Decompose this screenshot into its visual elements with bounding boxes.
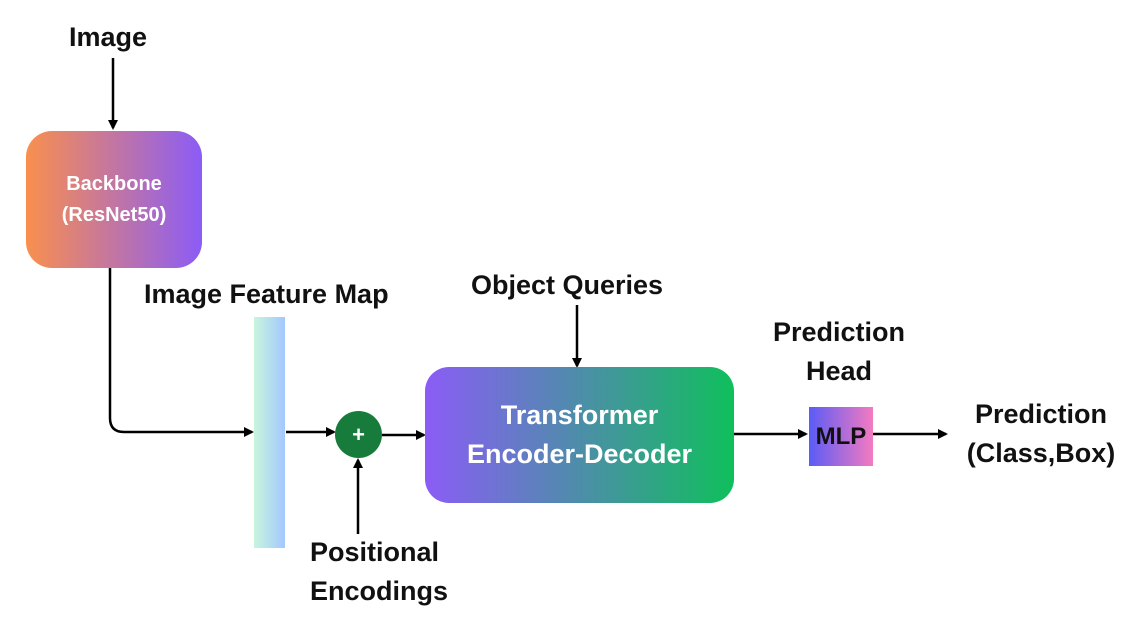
add-node: + <box>335 411 382 458</box>
mlp-label: MLP <box>815 422 867 450</box>
plus-icon: + <box>352 421 365 447</box>
positional-line1: Positional <box>310 537 440 567</box>
prediction-head-line1: Prediction <box>772 317 906 347</box>
feature-map-label: Image Feature Map <box>144 279 389 309</box>
feature-map-bar <box>254 317 285 548</box>
prediction-head-line2: Head <box>805 356 873 387</box>
transformer-line2: Encoder-Decoder <box>466 439 693 469</box>
positional-line2: Encodings <box>310 576 449 607</box>
mlp-box: MLP <box>809 407 873 466</box>
positional-encodings-label: Positional Encodings <box>310 533 448 611</box>
arrow-backbone-to-feature-map <box>108 268 254 437</box>
backbone-model: (ResNet50) <box>61 203 167 226</box>
transformer-line1: Transformer <box>500 399 659 430</box>
prediction-head-label: Prediction Head <box>764 313 914 391</box>
backbone-box: Backbone (ResNet50) <box>26 131 202 268</box>
backbone-title: Backbone <box>66 172 162 195</box>
object-queries-label: Object Queries <box>471 270 664 300</box>
prediction-output-label: Prediction (Class,Box) <box>955 395 1127 473</box>
prediction-output-line2: (Class,Box) <box>966 438 1116 469</box>
image-input-label: Image <box>69 22 148 52</box>
transformer-box: Transformer Encoder-Decoder <box>425 367 734 503</box>
prediction-output-line1: Prediction <box>974 399 1108 429</box>
